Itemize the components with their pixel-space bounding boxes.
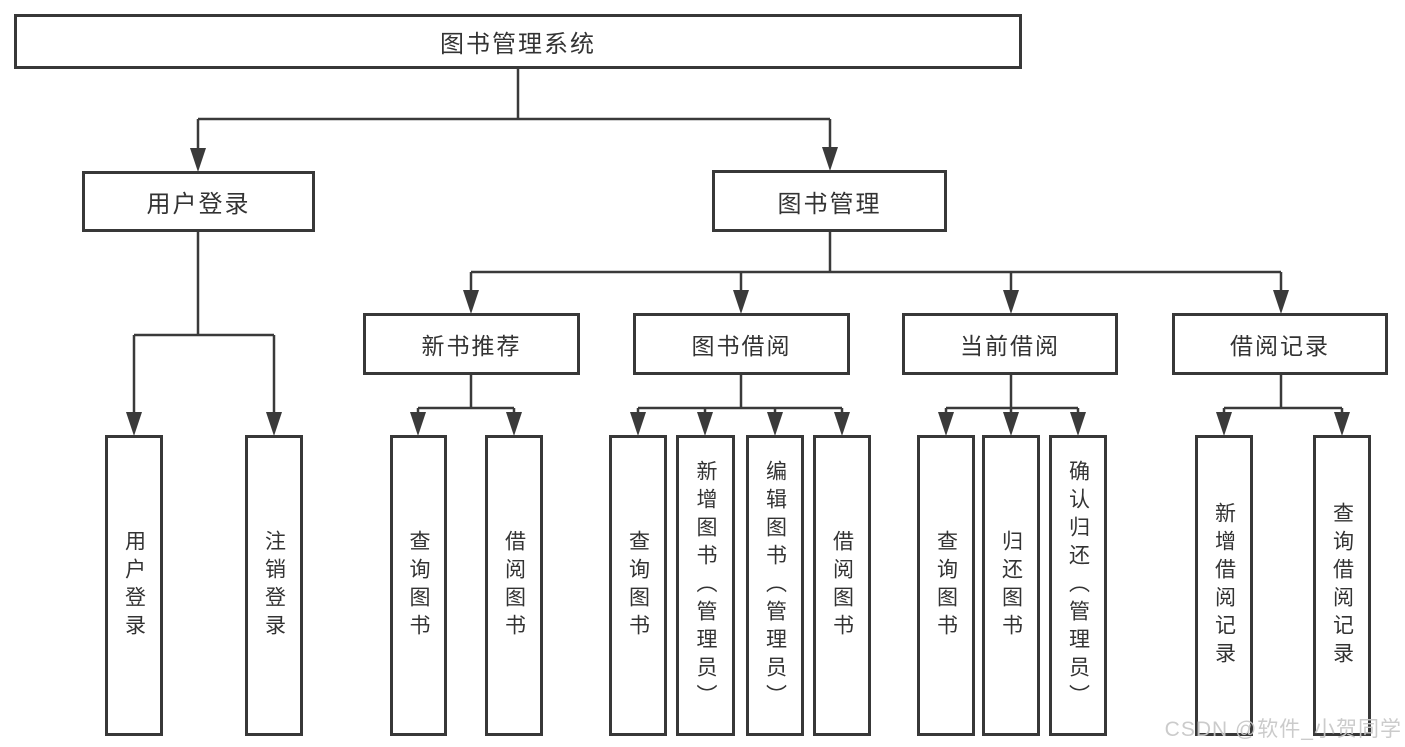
arrow-down-icon: [767, 412, 783, 436]
node-current-borrowing: 当前借阅: [902, 313, 1118, 375]
leaf-borrowing-edit-books-admin: 编辑图书（管理员）: [746, 435, 804, 736]
node-book-management-branch: 图书管理: [712, 170, 947, 232]
leaf-borrowing-borrow-books: 借阅图书: [813, 435, 871, 736]
leaf-current-confirm-return-admin: 确认归还（管理员）: [1049, 435, 1107, 736]
leaf-newbook-query-books: 查询图书: [390, 435, 447, 736]
arrow-down-icon: [190, 148, 206, 172]
arrow-down-icon: [126, 412, 142, 436]
node-book-borrowing: 图书借阅: [633, 313, 850, 375]
leaf-user-login: 用户登录: [105, 435, 163, 736]
arrow-down-icon: [733, 290, 749, 314]
leaf-records-add-record: 新增借阅记录: [1195, 435, 1253, 736]
arrow-down-icon: [410, 412, 426, 436]
node-borrowing-records: 借阅记录: [1172, 313, 1388, 375]
node-user-login-branch: 用户登录: [82, 171, 315, 232]
leaf-current-return-books: 归还图书: [982, 435, 1040, 736]
arrow-down-icon: [822, 147, 838, 171]
arrow-down-icon: [1070, 412, 1086, 436]
arrow-down-icon: [1273, 290, 1289, 314]
arrowheads: [126, 147, 1350, 436]
arrow-down-icon: [1216, 412, 1232, 436]
arrow-down-icon: [697, 412, 713, 436]
leaf-records-query-record: 查询借阅记录: [1313, 435, 1371, 736]
leaf-borrowing-add-books-admin: 新增图书（管理员）: [676, 435, 735, 736]
arrow-down-icon: [506, 412, 522, 436]
leaf-newbook-borrow-books: 借阅图书: [485, 435, 543, 736]
connector-segments: [132, 69, 1344, 414]
leaf-logout-login: 注销登录: [245, 435, 303, 736]
node-new-book-recommend: 新书推荐: [363, 313, 580, 375]
node-root-system: 图书管理系统: [14, 14, 1022, 69]
arrow-down-icon: [630, 412, 646, 436]
arrow-down-icon: [1003, 290, 1019, 314]
arrow-down-icon: [463, 290, 479, 314]
arrow-down-icon: [1003, 412, 1019, 436]
leaf-current-query-books: 查询图书: [917, 435, 975, 736]
arrow-down-icon: [266, 412, 282, 436]
arrow-down-icon: [938, 412, 954, 436]
leaf-borrowing-query-books: 查询图书: [609, 435, 667, 736]
csdn-watermark: CSDN @软件_小贺同学: [1164, 718, 1402, 741]
arrow-down-icon: [834, 412, 850, 436]
arrow-down-icon: [1334, 412, 1350, 436]
